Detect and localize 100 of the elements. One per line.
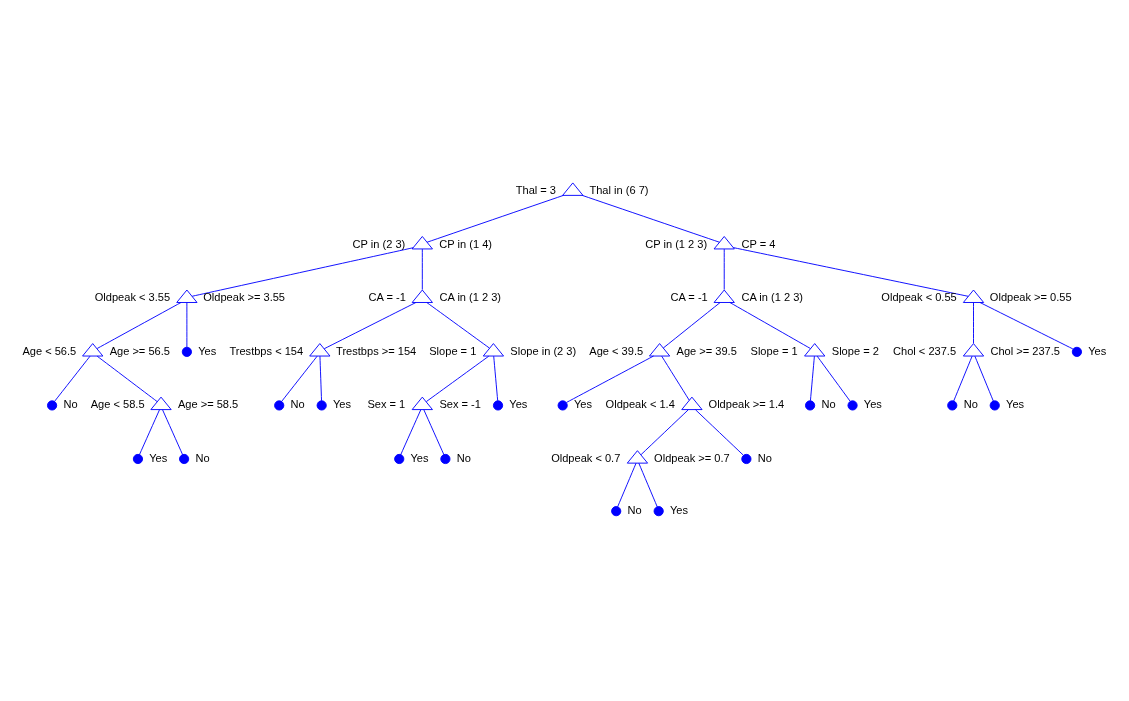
connector [974,355,994,402]
node-label: Oldpeak >= 0.7 [654,451,730,464]
connector [96,355,158,403]
node-label: Thal = 3 [515,184,557,197]
node-label: CP in (1 4) [439,237,493,250]
node-label: No [757,451,772,464]
node-label: Yes [332,398,352,411]
connector [96,302,182,349]
connector [400,409,422,456]
node-circle [805,400,816,411]
node-triangle [309,343,331,357]
node-triangle [713,289,735,303]
node-label: No [627,504,642,517]
node-label: Age < 58.5 [90,398,145,411]
node-label: Yes [1006,398,1025,411]
connector [139,409,160,456]
node-label: No [821,398,836,411]
node-circle [611,506,622,517]
node-label: Yes [1088,344,1107,357]
node-triangle [150,396,172,411]
node-label: Age >= 39.5 [676,344,737,357]
connector [973,302,974,344]
node-triangle [626,450,649,464]
connector [281,355,318,402]
node-circle [492,400,504,411]
node-label: CA in (1 2 3) [439,291,502,304]
node-triangle [962,289,985,303]
node-label: No [456,451,471,464]
node-triangle [411,289,433,303]
node-label: No [290,398,305,411]
node-circle [132,453,143,465]
node-label: CP = 4 [741,237,776,250]
node-circle [557,400,568,411]
node-triangle [962,343,985,357]
connector [732,247,969,297]
node-label: Chol >= 237.5 [990,344,1060,357]
connector [729,302,811,349]
node-label: Yes [573,398,592,411]
connector [319,355,322,402]
connector [425,355,490,403]
node-label: Yes [669,504,689,517]
connector [809,355,815,402]
node-triangle [411,396,433,411]
node-label: Oldpeak >= 3.55 [203,291,286,304]
node-triangle [411,236,433,250]
node-label: No [963,398,978,411]
node-triangle [681,396,703,411]
node-label: No [63,398,78,411]
node-label: CA = -1 [670,291,708,304]
connector [162,409,183,456]
connector [640,409,689,456]
node-triangle [713,236,735,250]
node-label: Age < 39.5 [589,344,644,357]
node-circle [847,400,858,411]
node-label: Yes [863,398,882,411]
node-label: Chol < 237.5 [893,344,957,357]
node-label: CP in (2 3) [352,237,406,250]
node-label: Oldpeak < 0.7 [551,451,621,464]
connector [979,302,1074,350]
node-label: Age >= 58.5 [177,398,239,411]
node-circle [394,453,405,465]
connector [191,247,414,297]
node-label: CA in (1 2 3) [741,291,803,304]
node-triangle [804,343,826,357]
connector [581,194,720,243]
node-label: Oldpeak >= 1.4 [708,398,785,411]
node-circle [316,400,327,411]
node-label: Trestbps >= 154 [336,344,417,357]
node-label: Oldpeak < 1.4 [605,398,675,411]
connector [493,355,499,402]
connector [566,355,654,403]
connector [723,248,725,291]
connector [617,462,637,508]
connector [54,355,91,402]
node-label: Oldpeak < 3.55 [94,291,171,304]
node-label: Oldpeak < 0.55 [881,291,957,304]
node-circle [47,400,58,411]
node-label: CP in (1 2 3) [645,237,708,250]
node-label: Slope in (2 3) [510,344,577,357]
connector [186,302,188,348]
node-label: Yes [509,398,528,411]
connector [695,409,744,456]
connector [816,355,851,402]
node-label: CA = -1 [368,291,406,304]
node-label: Yes [198,344,217,357]
node-circle [989,400,1000,411]
node-circle [653,506,664,517]
node-triangle [482,343,504,357]
node-label: Sex = 1 [367,398,406,411]
connector [426,194,564,243]
node-circle [1071,346,1082,357]
node-triangle [649,343,671,357]
connector [421,248,423,291]
connector [662,302,721,349]
node-label: Thal in (6 7) [589,184,649,197]
node-label: Sex = -1 [439,398,481,411]
node-label: Slope = 1 [750,344,798,357]
node-label: Slope = 1 [429,344,477,357]
connector [426,302,490,349]
node-circle [440,453,451,465]
